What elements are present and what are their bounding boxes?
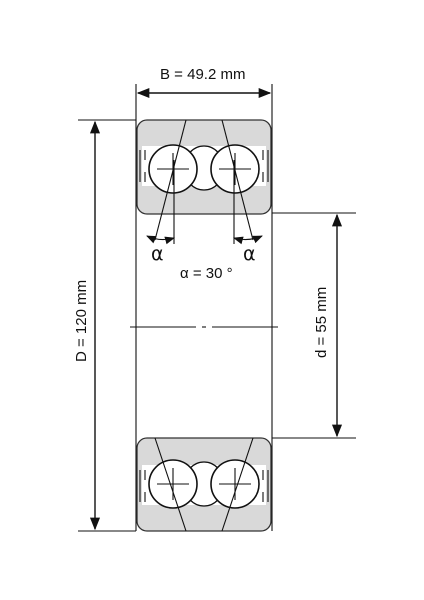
bore-dimension: d = 55 mm <box>272 212 356 439</box>
angle-symbol-left: α <box>151 243 164 265</box>
bearing-outline <box>135 120 273 531</box>
ball-lower-right <box>210 459 260 509</box>
lower-cross-section <box>136 437 272 532</box>
width-dimension: B = 49.2 mm <box>135 66 273 120</box>
width-label: B = 49.2 mm <box>160 66 245 83</box>
upper-cross-section <box>136 119 272 244</box>
ball-lower-left <box>148 459 198 509</box>
outer-diameter-dimension: D = 120 mm <box>73 119 136 532</box>
contact-angle-label: α = 30 ° <box>180 265 233 282</box>
bore-label: d = 55 mm <box>313 287 330 358</box>
contact-angle-markers: α α α = 30 ° <box>146 235 263 282</box>
angle-symbol-right: α <box>243 243 256 265</box>
outer-diameter-label: D = 120 mm <box>73 280 90 362</box>
